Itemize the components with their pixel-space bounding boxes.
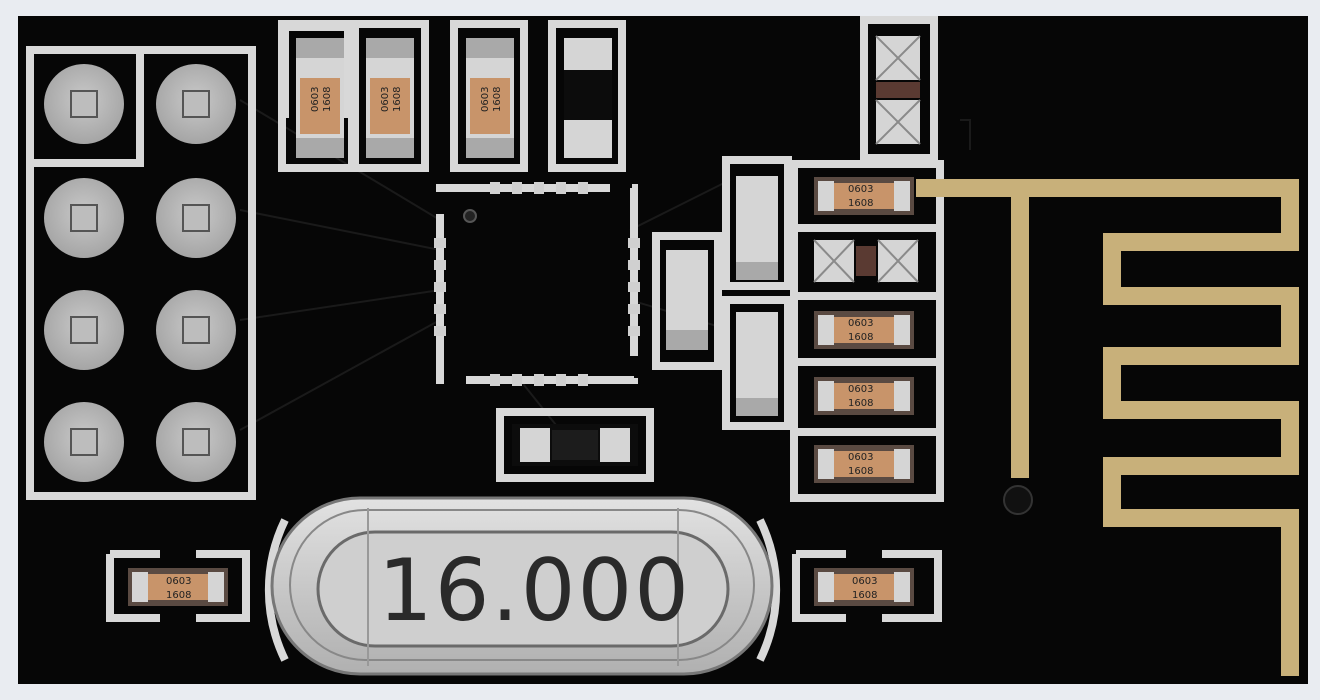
header-pins — [44, 64, 236, 482]
right-resistor-column — [790, 160, 944, 502]
svg-text:0603: 0603 — [310, 87, 321, 112]
svg-text:1608: 1608 — [848, 332, 873, 343]
header-pin-square — [70, 428, 98, 456]
ic-pad — [512, 374, 522, 386]
svg-text:0603: 0603 — [848, 318, 873, 329]
middle-capacitors — [652, 156, 792, 430]
ic-pad — [628, 326, 640, 336]
svg-text:0603: 0603 — [848, 184, 873, 195]
svg-text:0603: 0603 — [166, 576, 191, 587]
svg-text:0603: 0603 — [848, 452, 873, 463]
capacitor-bottom-ic — [496, 408, 654, 482]
header-pin-square — [182, 90, 210, 118]
top-resistors — [278, 20, 626, 172]
crystal-oscillator: 16.000 — [264, 496, 781, 676]
ic-pad — [434, 304, 446, 314]
header-pin-square — [70, 316, 98, 344]
svg-text:0603: 0603 — [852, 576, 877, 587]
crystal-frequency-label: 16.000 — [378, 541, 691, 641]
ic-pads — [434, 182, 640, 386]
pin-header — [26, 46, 256, 500]
ic-pad — [434, 282, 446, 292]
header-pin-square — [182, 428, 210, 456]
ic-pad — [628, 238, 640, 248]
antenna-via — [1003, 485, 1033, 515]
svg-text:0603: 0603 — [480, 87, 491, 112]
ic-pad — [534, 374, 544, 386]
ic-pad — [534, 182, 544, 194]
svg-text:1608: 1608 — [852, 590, 877, 601]
svg-text:1608: 1608 — [848, 198, 873, 209]
svg-text:1608: 1608 — [848, 466, 873, 477]
svg-text:1608: 1608 — [322, 87, 333, 112]
bottom-resistors — [106, 550, 942, 622]
ic-pad — [628, 260, 640, 270]
qfn-ic — [436, 184, 638, 384]
ic-pad — [556, 374, 566, 386]
svg-text:1608: 1608 — [848, 398, 873, 409]
svg-text:1608: 1608 — [492, 87, 503, 112]
top-resistor-labels: 0603 1608 0603 1608 0603 1608 — [310, 87, 503, 112]
ic-pad — [434, 260, 446, 270]
ic-pad — [512, 182, 522, 194]
svg-text:0603: 0603 — [848, 384, 873, 395]
right-resistor-labels: 0603 1608 0603 1608 0603 1608 0603 1608 — [848, 184, 873, 477]
svg-text:0603: 0603 — [380, 87, 391, 112]
svg-text:1608: 1608 — [392, 87, 403, 112]
top-right-diodes — [860, 16, 938, 162]
meander-antenna — [916, 179, 1299, 676]
ic-pad — [556, 182, 566, 194]
ic-pad — [490, 182, 500, 194]
ic-pad — [578, 374, 588, 386]
header-pin-square — [70, 204, 98, 232]
ic-pad — [490, 374, 500, 386]
ic-pad — [628, 282, 640, 292]
header-pin-square — [182, 204, 210, 232]
svg-text:1608: 1608 — [166, 590, 191, 601]
ic-pad — [628, 304, 640, 314]
header-pin-square — [70, 90, 98, 118]
bottom-resistor-labels: 0603 1608 0603 1608 — [166, 576, 877, 601]
ic-pad — [434, 238, 446, 248]
ic-pad — [578, 182, 588, 194]
ic-pad — [434, 326, 446, 336]
header-pin-square — [182, 316, 210, 344]
